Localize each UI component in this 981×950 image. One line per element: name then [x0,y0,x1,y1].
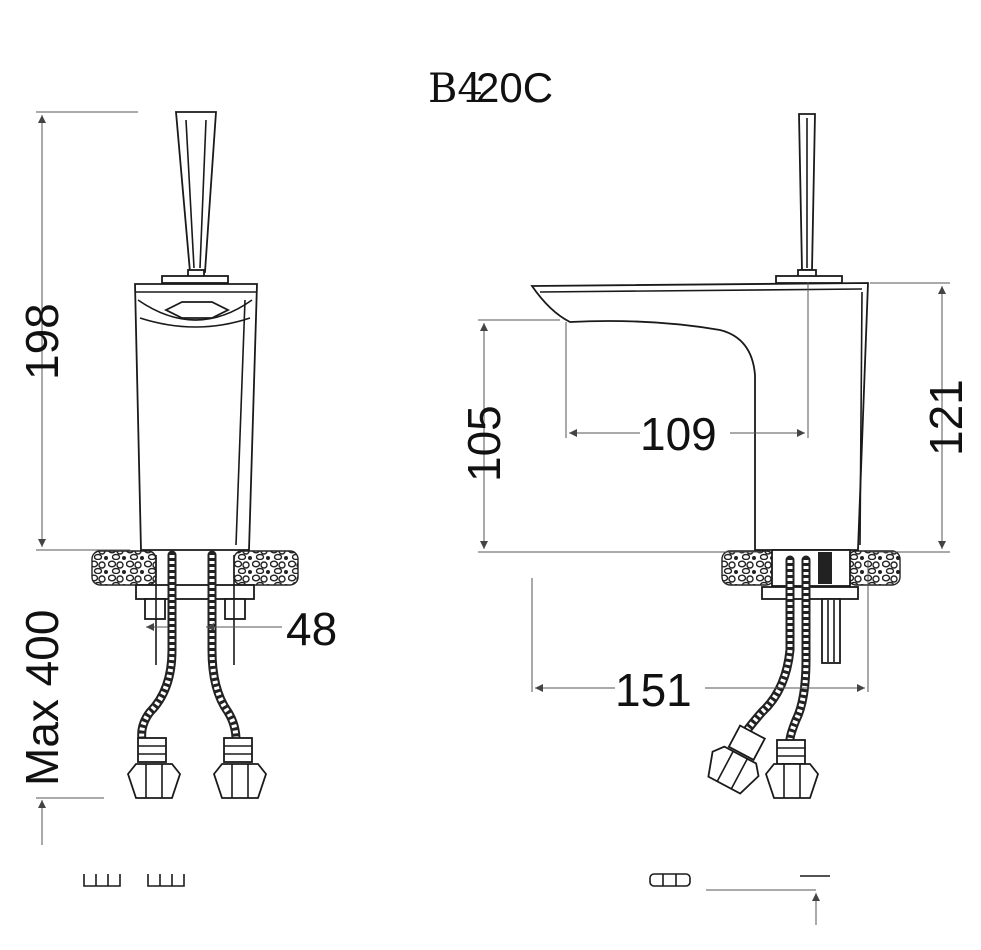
front-lever-handle [175,111,217,273]
front-view [83,111,299,887]
side-hose-back [785,555,811,745]
model-title-prefix: B4 [428,66,483,112]
side-fitting-front [727,724,767,762]
side-hex-nut-front [707,745,760,795]
front-fitting-right [223,737,253,763]
front-hex-nut-right [212,763,268,799]
front-countertop-right [233,550,299,586]
side-threaded-rod [821,598,841,664]
dim-total-depth: 151 [615,664,692,716]
model-title: B4 20C [428,64,553,112]
dim-hose-length: Max 400 [16,610,68,786]
model-title-suffix: 20C [476,64,553,111]
front-countertop-left [91,550,157,586]
side-small-parts-icon [649,873,830,925]
side-hex-nut-back [764,763,820,799]
front-mount-nut [135,584,255,600]
front-dimensions: 198 Max 400 48 [16,111,337,845]
side-dimensions: 105 109 121 151 [458,282,972,716]
side-fitting-back [776,739,806,765]
front-small-parts-icon [83,874,185,887]
dim-spout-reach: 109 [640,408,717,460]
side-view [530,113,901,925]
front-hose-right [207,550,241,745]
dim-spout-height: 105 [458,405,510,482]
front-fitting-left [137,737,167,763]
side-countertop-right [847,550,901,586]
dim-hole-spacing: 48 [286,603,337,655]
front-hex-nut-left [126,763,182,799]
dim-body-height: 121 [920,379,972,456]
side-mount-stud [818,552,832,584]
front-faucet-body [134,283,258,551]
side-countertop-left [721,550,775,586]
front-aerator-window [163,301,231,319]
side-faucet-body [530,282,869,551]
dim-height-total: 198 [16,303,68,380]
